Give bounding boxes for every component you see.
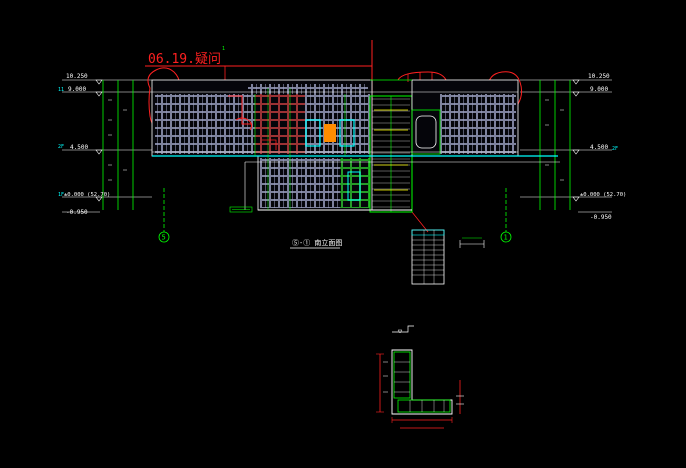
level-right-2f: 4.500 xyxy=(590,144,608,151)
level-left-2f: 4.500 xyxy=(70,144,88,151)
highlight-orange-panel xyxy=(324,124,336,142)
level-tag-right-2f: 2F xyxy=(612,146,618,152)
left-level-markers: 10.250 9.000 4.500 ±0.000 (52.70) -0.950… xyxy=(58,73,152,216)
level-tag-left-1f: 1F xyxy=(58,192,64,198)
right-level-markers: 10.250 9.000 4.500 2F ±0.000 (52.70) -0.… xyxy=(520,73,626,221)
level-right-roof: 9.000 xyxy=(590,86,608,93)
revision-note: 06.19.疑问 xyxy=(148,51,221,67)
level-right-roof-top: 10.250 xyxy=(588,73,610,80)
level-tag-left-top: 11 xyxy=(58,87,64,93)
level-right-ground: ±0.000 (52.70) xyxy=(580,192,626,198)
building-elevation xyxy=(151,79,560,213)
level-left-base: -0.950 xyxy=(66,209,88,216)
level-right-base: -0.950 xyxy=(590,214,612,221)
grid-label-right: 1 xyxy=(504,234,508,242)
level-left-ground: ±0.000 (52.70) xyxy=(64,192,110,198)
grid-axes: 5 1 xyxy=(158,188,512,243)
elevation-title: ⑤-① 南立面图 xyxy=(292,238,342,247)
elevation-title-block: ⑤-① 南立面图 xyxy=(290,238,342,249)
level-left-roof-top: 10.250 xyxy=(66,73,88,80)
level-left-roof: 9.000 xyxy=(68,86,86,93)
section-detail xyxy=(376,325,464,429)
level-tag-left-2f: 2F xyxy=(58,144,64,150)
window-schedule-table xyxy=(411,229,485,285)
revision-cloud-tag: 1 xyxy=(222,46,225,52)
grid-label-left: 5 xyxy=(162,234,166,242)
